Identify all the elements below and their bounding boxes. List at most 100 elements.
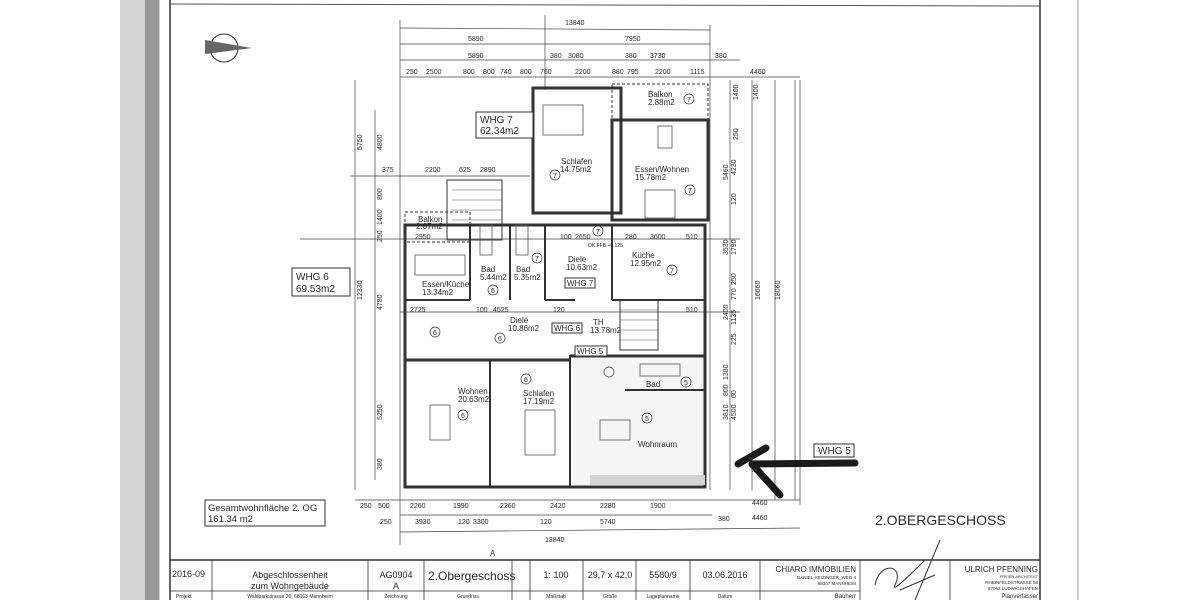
dimension-label: 250 (377, 230, 384, 242)
dimension-label: 120 (540, 519, 552, 526)
room-unit-numbers (429, 93, 696, 424)
svg-text:6: 6 (491, 288, 495, 295)
dimension-label: 375 (382, 167, 394, 174)
dimension-label: 800 (463, 69, 475, 76)
dimension-label: 280 (625, 234, 637, 241)
room-area: 14.75m2 (560, 165, 592, 174)
dimension-label: 2260 (500, 503, 516, 510)
room-name: Bad (516, 265, 530, 274)
svg-text:6: 6 (461, 413, 465, 420)
dimension-label: 3930 (415, 519, 431, 526)
dimension-label: 225 (731, 333, 738, 345)
dimension-label: 380 (718, 516, 730, 523)
architect-label: Planverfasser (1001, 594, 1038, 600)
room-area: 10.63m2 (566, 263, 598, 272)
dimension-label: 1400 (753, 84, 760, 100)
project-label: Projekt (176, 594, 192, 600)
floor-name: 2.Obergeschoss (428, 569, 515, 583)
unit-7-area: 62.34m2 (480, 126, 519, 137)
svg-text:WHG 5: WHG 5 (577, 347, 604, 356)
dimension-label: 2260 (410, 503, 426, 510)
date-label: Datum (718, 594, 733, 600)
dimension-label: 18060 (775, 280, 782, 300)
room-area: 17.19m2 (523, 397, 555, 406)
room-name: Essen/Küche (422, 280, 470, 289)
client-name: CHIARO IMMOBILIEN (776, 565, 857, 574)
dimension-label: 1400 (377, 209, 384, 225)
dimension-label: 13840 (545, 537, 565, 544)
dimension-label: 510 (686, 307, 698, 314)
room-name: Wohnen (458, 387, 488, 396)
svg-text:7: 7 (670, 268, 674, 275)
unit-6-area: 69.53m2 (296, 284, 335, 295)
dimension-label: 12330 (357, 280, 364, 300)
room-name: Bad (481, 265, 495, 274)
dimension-label: 100 (476, 307, 488, 314)
svg-text:7: 7 (553, 173, 557, 180)
scale-label: Maßstab (546, 594, 566, 600)
building-walls (403, 83, 710, 489)
dimension-label: 3730 (650, 53, 666, 60)
dimension-label: 2280 (600, 503, 616, 510)
room-area: 10.86m2 (508, 324, 540, 333)
drawing-label: Zeichnung (384, 594, 408, 600)
room-name: Bad (646, 380, 660, 389)
dimension-label: 5250 (377, 404, 384, 420)
format-label: Größe (603, 594, 617, 600)
room-name: Wohnraum (638, 440, 677, 449)
dimension-label: 5890 (468, 36, 484, 43)
dimension-label: 4230 (731, 159, 738, 175)
pointer-arrow-icon (734, 444, 859, 499)
unit-tags: WHG 7 WHG 6 WHG 5 (551, 277, 608, 357)
dimension-label: 4525 (493, 307, 509, 314)
svg-text:5: 5 (645, 416, 649, 423)
dimension-label: 380 (377, 458, 384, 470)
dimension-label: 7950 (625, 36, 641, 43)
dimension-label: 380 (550, 53, 562, 60)
dimension-label: 4460 (752, 515, 768, 522)
room-name: Küche (632, 251, 655, 260)
room-name: Essen/Wohnen (635, 165, 689, 174)
architect-name: ULRICH PFENNING (965, 565, 1038, 574)
room-name: Schlafen (523, 389, 554, 398)
dimension-label: 625 (459, 167, 471, 174)
dimension-label: 380 (715, 53, 727, 60)
plot-number: 5580/9 (649, 570, 677, 580)
plan-title: 2.OBERGESCHOSS (875, 512, 1006, 528)
svg-text:WHG 6: WHG 6 (554, 324, 581, 333)
room-area: 5.35m2 (514, 273, 541, 282)
dimension-label: 2200 (575, 69, 591, 76)
room-name: Schlafen (561, 157, 592, 166)
dimension-label: 250 (731, 273, 738, 285)
dimension-lines (300, 15, 801, 545)
room-name: Diele (568, 255, 587, 264)
revision: A (393, 581, 399, 591)
dimension-label: 60 (731, 390, 738, 398)
dimension-label: 120 (458, 519, 470, 526)
dimension-label: 2650 (575, 234, 591, 241)
unit-7-label: WHG 7 (480, 115, 513, 126)
total-area-box (204, 499, 326, 527)
date: 03.06.2016 (702, 570, 747, 580)
dimension-label: 5740 (600, 519, 616, 526)
svg-text:7: 7 (688, 188, 692, 195)
dimension-label: 13840 (565, 20, 585, 27)
description-line2: zum Wohngebäude (251, 581, 329, 591)
unit-7-box (475, 111, 534, 139)
svg-text:WHG 7: WHG 7 (567, 279, 594, 288)
dimension-label: 120 (553, 307, 565, 314)
description-line1: Abgeschlossenheit (252, 570, 328, 580)
dimension-label: 250 (406, 69, 418, 76)
dimension-label: 2890 (480, 167, 496, 174)
dimension-label: 740 (500, 69, 512, 76)
dimension-label: 4460 (752, 500, 768, 507)
architect-address1: RHEINFELDSTRASSE 58 (985, 580, 1038, 585)
dimension-label: 3600 (650, 234, 666, 241)
dimension-label: 5750 (357, 134, 364, 150)
svg-text:5: 5 (684, 380, 688, 387)
dimension-label: 1790 (731, 239, 738, 255)
dimension-label: 5460 (723, 164, 730, 180)
